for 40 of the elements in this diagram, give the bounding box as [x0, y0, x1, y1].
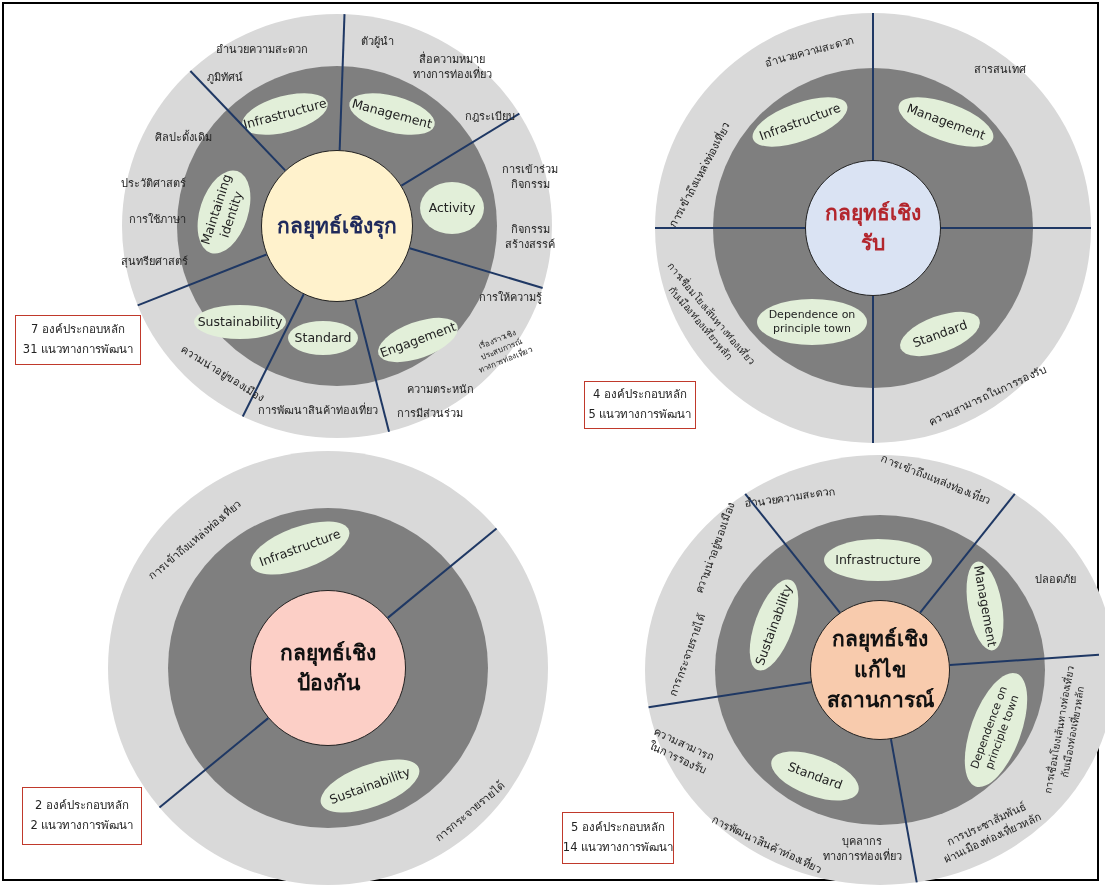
- component-ellipse: Activity: [420, 182, 484, 234]
- summary-line: 2 องค์ประกอบหลัก: [35, 797, 129, 815]
- summary-line: 5 องค์ประกอบหลัก: [571, 819, 665, 837]
- summary-line: 31 แนวทางการพัฒนา: [22, 341, 134, 358]
- summary-line: 2 แนวทางการพัฒนา: [30, 817, 134, 834]
- guideline-text: การเข้าร่วม กิจกรรม: [502, 163, 558, 193]
- guideline-text: บุคลากร ทางการท่องเที่ยว: [822, 835, 902, 865]
- summary-line: 5 แนวทางการพัฒนา: [588, 406, 692, 423]
- summary-line: 4 องค์ประกอบหลัก: [593, 386, 687, 404]
- guideline-text: ภูมิทัศน์: [207, 70, 243, 86]
- guideline-text: สุนทรียศาสตร์: [120, 254, 188, 270]
- guideline-text: สารสนเทศ: [974, 62, 1026, 78]
- guideline-text: ปลอดภัย: [1034, 572, 1076, 588]
- strategy-circle: กลยุทธ์เชิงรับ: [805, 160, 941, 296]
- strategy-circle: กลยุทธ์เชิงรุก: [261, 150, 413, 302]
- guideline-text: อำนวยความสะดวก: [216, 42, 308, 58]
- guideline-text: การใช้ภาษา: [128, 212, 186, 228]
- summary-box: [22, 787, 142, 845]
- guideline-text: สื่อความหมาย ทางการท่องเที่ยว: [412, 53, 492, 83]
- guideline-text: ความตระหนัก: [406, 382, 474, 398]
- guideline-text: กฎระเบียบ: [465, 109, 515, 125]
- strategy-circle: กลยุทธ์เชิงแก้ไข สถานการณ์: [810, 600, 950, 740]
- component-ellipse: Dependence on principle town: [757, 299, 867, 345]
- component-ellipse: Sustainability: [194, 305, 286, 339]
- summary-box: [562, 812, 674, 864]
- guideline-text: อำนวยความสะดวก: [743, 484, 837, 512]
- guideline-text: การพัฒนาสินค้าท่องเที่ยว: [258, 403, 378, 419]
- summary-box: [584, 381, 696, 429]
- guideline-text: ประวัติศาสตร์: [120, 176, 186, 192]
- strategy-circle: กลยุทธ์เชิงป้องกัน: [250, 590, 406, 746]
- summary-line: 14 แนวทางการพัฒนา: [562, 839, 674, 856]
- summary-box: [15, 315, 141, 365]
- guideline-text: ศิลปะดั้งเดิม: [154, 130, 212, 146]
- guideline-text: การให้ความรู้: [478, 290, 542, 306]
- guideline-text: การมีส่วนร่วม: [397, 406, 463, 422]
- guideline-text: ตัวผู้นำ: [360, 34, 394, 50]
- component-ellipse: Infrastructure: [824, 539, 932, 581]
- component-ellipse: Standard: [288, 321, 358, 355]
- summary-line: 7 องค์ประกอบหลัก: [31, 321, 125, 339]
- guideline-text: กิจกรรม สร้างสรรค์: [505, 223, 555, 253]
